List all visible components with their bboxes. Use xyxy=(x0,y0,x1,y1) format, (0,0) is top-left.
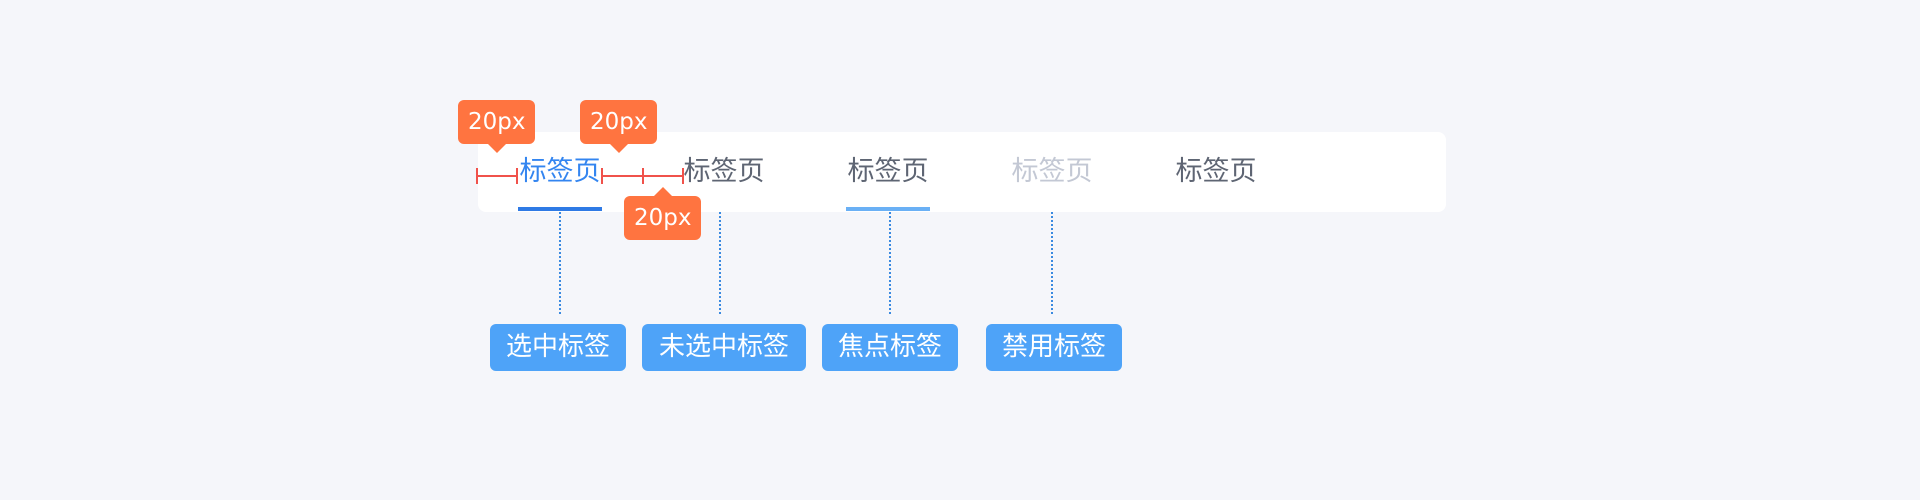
measure-tick xyxy=(516,168,518,184)
label-unselected-tab: 未选中标签 xyxy=(642,324,806,371)
label-focus-tab: 焦点标签 xyxy=(822,324,958,371)
leader-line-unselected xyxy=(719,212,721,314)
leader-line-selected xyxy=(559,212,561,314)
measure-tick xyxy=(601,168,603,184)
label-disabled-tab: 禁用标签 xyxy=(986,324,1122,371)
leader-line-focus xyxy=(889,212,891,314)
focus-tab-indicator xyxy=(846,207,930,211)
leader-line-disabled xyxy=(1051,212,1053,314)
measure-line-left-padding xyxy=(477,175,517,177)
spacing-badge-tab-gap: 20px xyxy=(580,100,658,153)
tab-focus[interactable]: 标签页 xyxy=(847,156,929,187)
tab-unselected[interactable]: 标签页 xyxy=(683,156,765,187)
measure-tick xyxy=(642,168,644,184)
measure-tick xyxy=(476,168,478,184)
spacing-badge-left-padding: 20px xyxy=(458,100,536,153)
spacing-badge-tab-gap-second: 20px xyxy=(624,187,702,240)
measure-tick xyxy=(682,168,684,184)
selected-tab-indicator xyxy=(518,207,602,211)
label-selected-tab: 选中标签 xyxy=(490,324,626,371)
tab-selected[interactable]: 标签页 xyxy=(519,156,601,187)
tab-normal[interactable]: 标签页 xyxy=(1175,156,1257,187)
tab-disabled: 标签页 xyxy=(1011,156,1093,187)
